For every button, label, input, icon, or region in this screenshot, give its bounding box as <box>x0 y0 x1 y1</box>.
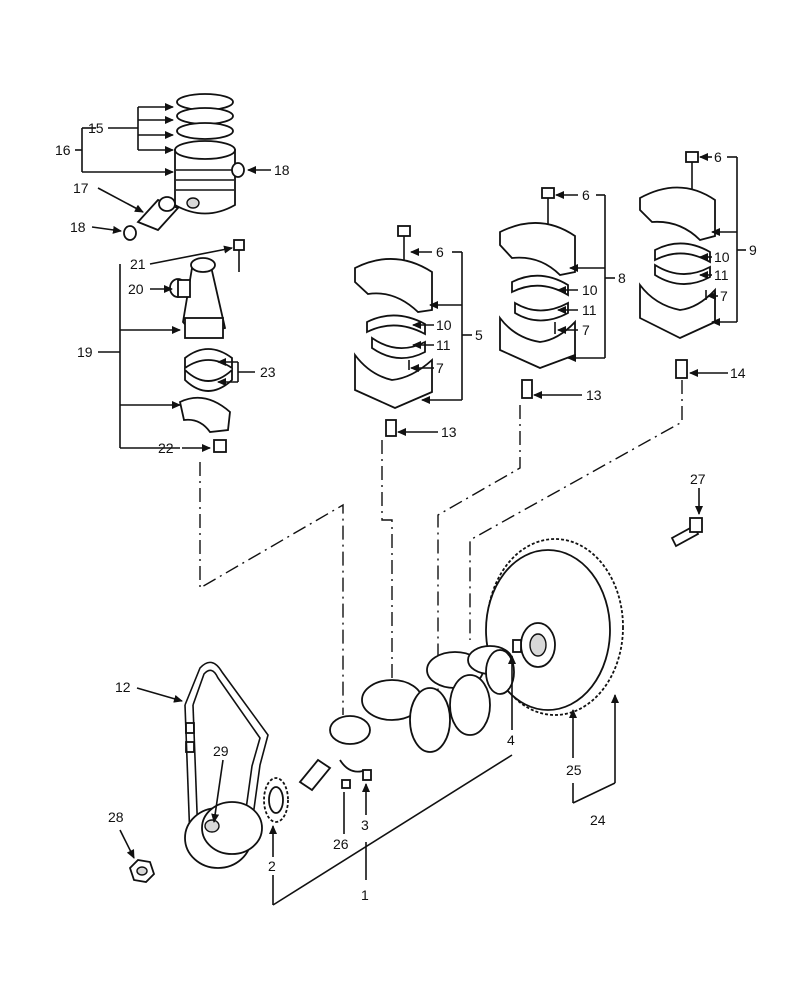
callout-23: 23 <box>260 364 276 380</box>
piston <box>174 140 236 215</box>
rod-bearing-shells <box>184 348 233 392</box>
callout-11-b: 11 <box>582 302 597 318</box>
piston-pin <box>136 196 180 232</box>
piston-rings <box>176 93 234 140</box>
callout-25: 25 <box>566 762 582 778</box>
callout-27: 27 <box>690 471 706 487</box>
callout-12: 12 <box>115 679 131 695</box>
callout-10-a: 10 <box>436 317 452 333</box>
callout-1: 1 <box>361 887 369 903</box>
callout-17: 17 <box>73 180 89 196</box>
callout-4: 4 <box>507 732 515 748</box>
snap-ring-upper <box>231 162 245 178</box>
connecting-rod <box>182 257 227 339</box>
leader-lines <box>75 103 746 906</box>
callout-7-a: 7 <box>436 360 444 376</box>
snap-ring-lower <box>123 225 137 241</box>
callout-18-a: 18 <box>274 162 290 178</box>
callout-7-c: 7 <box>720 288 728 304</box>
callout-26: 26 <box>333 836 349 852</box>
drive-belt <box>184 661 269 841</box>
callout-18-b: 18 <box>70 219 86 235</box>
callout-5: 5 <box>475 327 483 343</box>
flywheel <box>485 538 624 716</box>
callout-19: 19 <box>77 344 93 360</box>
callout-16: 16 <box>55 142 71 158</box>
callout-15: 15 <box>88 120 104 136</box>
crank-gear <box>263 777 289 823</box>
crankshaft <box>298 645 515 792</box>
callout-11-c: 11 <box>714 267 729 283</box>
callout-13-b: 13 <box>586 387 602 403</box>
callout-10-c: 10 <box>714 249 730 265</box>
rod-bushing <box>169 278 191 298</box>
callout-14: 14 <box>730 365 746 381</box>
pulley-nut <box>128 859 156 883</box>
rod-bolt <box>233 239 245 272</box>
callout-6-a: 6 <box>436 244 444 260</box>
callout-28: 28 <box>108 809 124 825</box>
callout-21: 21 <box>130 256 146 272</box>
rod-nut <box>213 439 227 453</box>
keys <box>341 769 372 789</box>
assembly-lines <box>199 380 683 715</box>
callout-2: 2 <box>268 858 276 874</box>
callout-7-b: 7 <box>582 322 590 338</box>
callout-11-a: 11 <box>436 337 451 353</box>
flywheel-bolt <box>670 517 703 548</box>
callout-9: 9 <box>749 242 757 258</box>
callout-24: 24 <box>590 812 606 828</box>
main-bearing-cap-set-9 <box>639 151 716 379</box>
callout-29: 29 <box>213 743 229 759</box>
callout-3: 3 <box>361 817 369 833</box>
callout-6-b: 6 <box>582 187 590 203</box>
callout-13-a: 13 <box>441 424 457 440</box>
callout-6-c: 6 <box>714 149 722 165</box>
callout-8: 8 <box>618 270 626 286</box>
main-bearing-cap-set-8 <box>499 187 576 399</box>
rod-cap <box>178 396 231 433</box>
callout-labels: 1 2 3 4 5 6 6 6 7 7 7 8 9 10 10 10 11 11… <box>55 120 757 903</box>
main-bearing-cap-set-5 <box>354 225 433 437</box>
callout-10-b: 10 <box>582 282 598 298</box>
callout-22: 22 <box>158 440 174 456</box>
callout-20: 20 <box>128 281 144 297</box>
